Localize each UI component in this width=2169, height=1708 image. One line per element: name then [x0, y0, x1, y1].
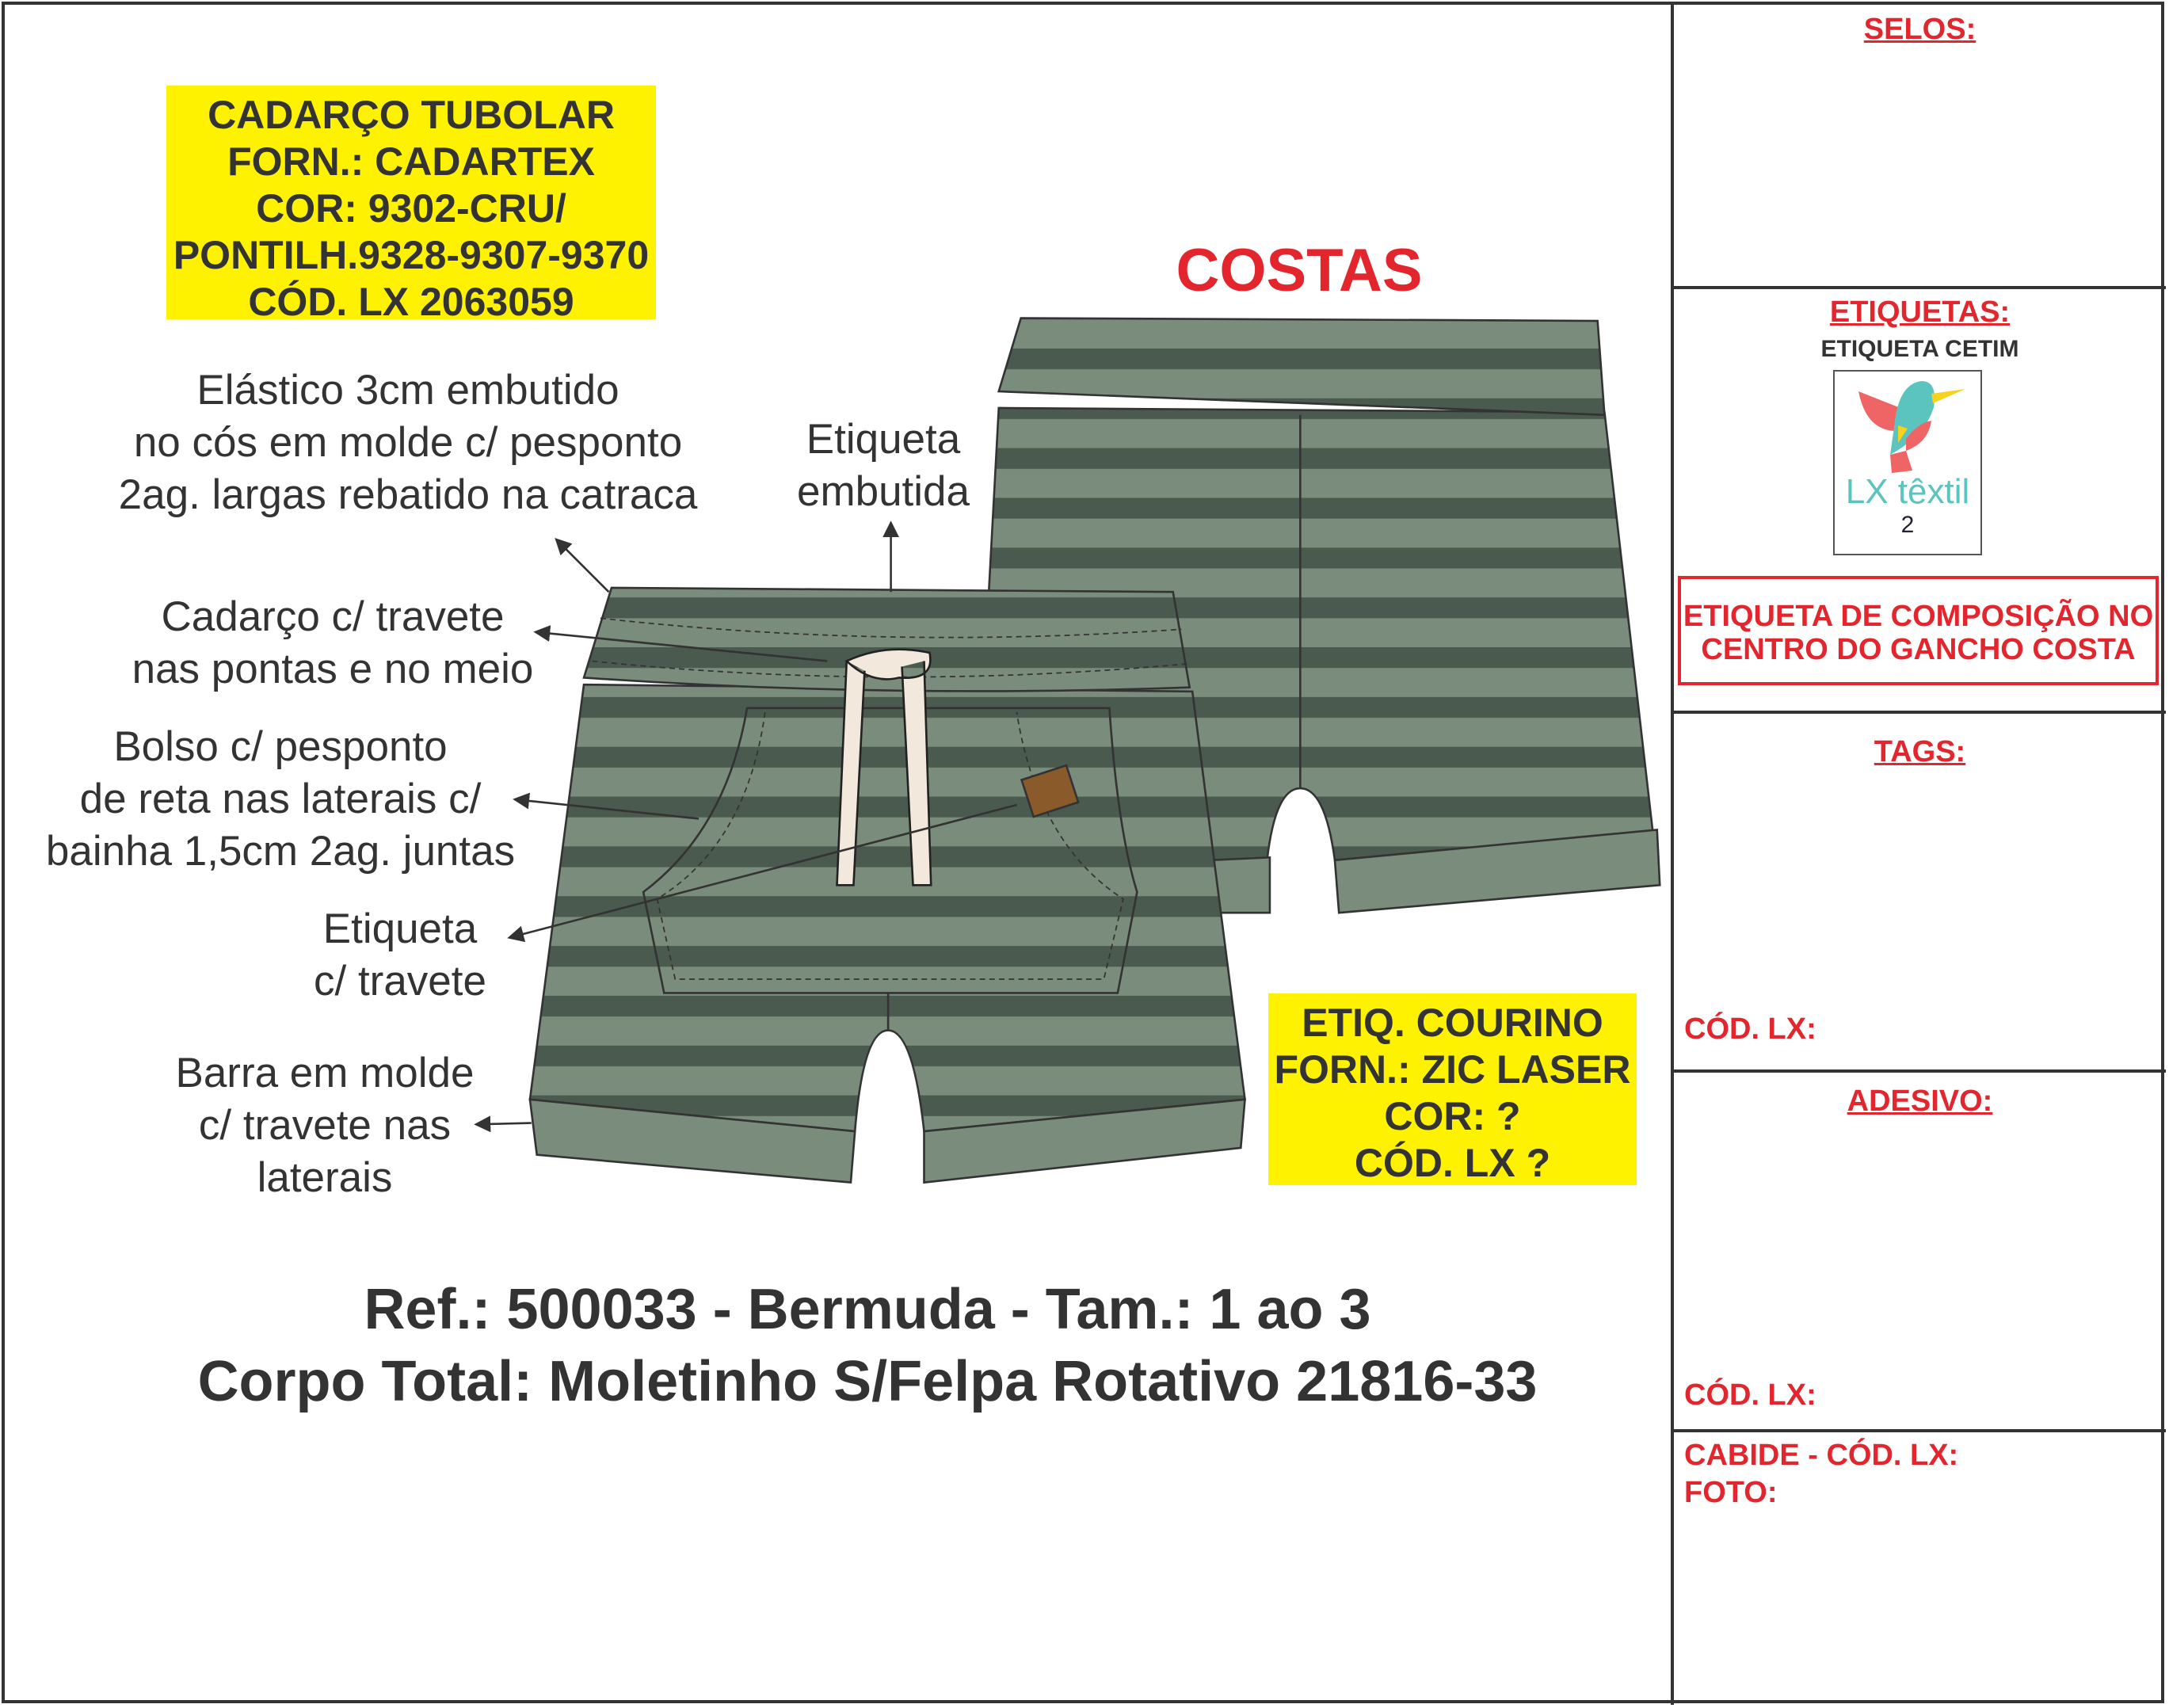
annotation-elastic: Elástico 3cm embutido no cós em molde c/… — [79, 364, 737, 521]
leather-spec-line: CÓD. LX ? — [1354, 1141, 1551, 1185]
annotation-line: Etiqueta — [322, 905, 478, 952]
annotation-line: Elástico 3cm embutido — [196, 367, 619, 414]
section-divider — [1671, 286, 2166, 289]
annotation-line: laterais — [257, 1154, 393, 1201]
back-right-cuff — [1333, 829, 1661, 914]
etiquetas-heading: ETIQUETAS: — [1829, 295, 2011, 329]
lx-textil-logo: LX têxtil 2 — [1833, 370, 1982, 555]
tags-heading: TAGS: — [1874, 735, 1966, 768]
annotation-line: Etiqueta — [806, 416, 961, 463]
annotation-line: c/ travete — [314, 958, 486, 1005]
front-shorts — [528, 586, 1246, 1184]
annotation-pocket: Bolso c/ pesponto de reta nas laterais c… — [11, 721, 550, 878]
section-divider — [1671, 1429, 2166, 1432]
annotation-line: 2ag. largas rebatido na catraca — [118, 471, 698, 518]
annotation-line: nas pontas e no meio — [132, 646, 534, 692]
annotation-line: Cadarço c/ travete — [161, 593, 505, 640]
cord-spec-line: PONTILH.9328-9307-9370 — [173, 233, 650, 277]
back-waistband — [997, 317, 1606, 417]
front-right-cuff — [923, 1098, 1246, 1184]
annotation-line: no cós em molde c/ pesponto — [133, 419, 683, 466]
cord-spec-line: FORN.: CADARTEX — [227, 139, 595, 184]
annotation-inner-label: Etiqueta embutida — [760, 414, 1006, 518]
foto-label: FOTO: — [1684, 1476, 1778, 1509]
section-divider — [1671, 1069, 2166, 1073]
adesivo-cod-lx: CÓD. LX: — [1684, 1378, 1816, 1412]
annotation-line: de reta nas laterais c/ — [79, 776, 482, 822]
annotation-line: embutida — [796, 468, 970, 515]
annotation-line: Bolso c/ pesponto — [113, 723, 448, 770]
leather-label-spec-box: ETIQ. COURINO FORN.: ZIC LASER COR: ? CÓ… — [1268, 993, 1637, 1185]
composition-line: CENTRO DO GANCHO COSTA — [1701, 633, 2136, 666]
annotation-cord: Cadarço c/ travete nas pontas e no meio — [95, 591, 570, 696]
cord-spec-line: CADARÇO TUBOLAR — [208, 93, 615, 137]
leather-spec-line: FORN.: ZIC LASER — [1274, 1047, 1631, 1092]
cord-spec-line: CÓD. LX 2063059 — [248, 280, 574, 324]
annotation-line: Barra em molde — [175, 1050, 475, 1096]
composition-line: ETIQUETA DE COMPOSIÇÃO NO — [1683, 600, 2154, 633]
hummingbird-icon — [1858, 381, 1965, 473]
annotation-hem: Barra em molde c/ travete nas laterais — [135, 1047, 515, 1204]
tags-cod-lx: CÓD. LX: — [1684, 1012, 1816, 1046]
title-ref: Ref.: 500033 - Bermuda - Tam.: 1 ao 3 — [364, 1278, 1371, 1341]
annotation-line: bainha 1,5cm 2ag. juntas — [45, 828, 516, 875]
section-divider — [1671, 711, 2166, 714]
leader-lines — [474, 520, 1017, 1133]
leather-spec-line: ETIQ. COURINO — [1302, 1001, 1603, 1045]
front-left-cuff — [528, 1098, 856, 1184]
leather-spec-line: COR: ? — [1384, 1094, 1521, 1138]
etiqueta-cetim: ETIQUETA CETIM — [1820, 336, 2019, 362]
annotation-label-tack: Etiqueta c/ travete — [285, 903, 515, 1008]
cord-spec-line: COR: 9302-CRU/ — [256, 186, 566, 231]
adesivo-heading: ADESIVO: — [1847, 1085, 1993, 1118]
logo-text: LX têxtil — [1845, 472, 1970, 511]
title-fabric: Corpo Total: Moletinho S/Felpa Rotativo … — [197, 1350, 1538, 1413]
drawstring — [836, 648, 932, 886]
annotation-line: c/ travete nas — [198, 1102, 452, 1149]
kangaroo-pocket — [642, 707, 1138, 994]
composition-note: ETIQUETA DE COMPOSIÇÃO NO CENTRO DO GANC… — [1678, 576, 2159, 685]
cabide-cod-lx: CABIDE - CÓD. LX: — [1684, 1439, 1959, 1472]
panel-divider — [1671, 3, 1674, 1705]
costas-label: COSTAS — [1176, 237, 1423, 304]
cord-spec-box: CADARÇO TUBOLAR FORN.: CADARTEX COR: 930… — [166, 86, 656, 324]
leather-label — [1020, 764, 1080, 818]
front-waistband — [582, 586, 1191, 692]
selos-heading: SELOS: — [1863, 13, 1976, 46]
logo-number: 2 — [1900, 512, 1915, 538]
